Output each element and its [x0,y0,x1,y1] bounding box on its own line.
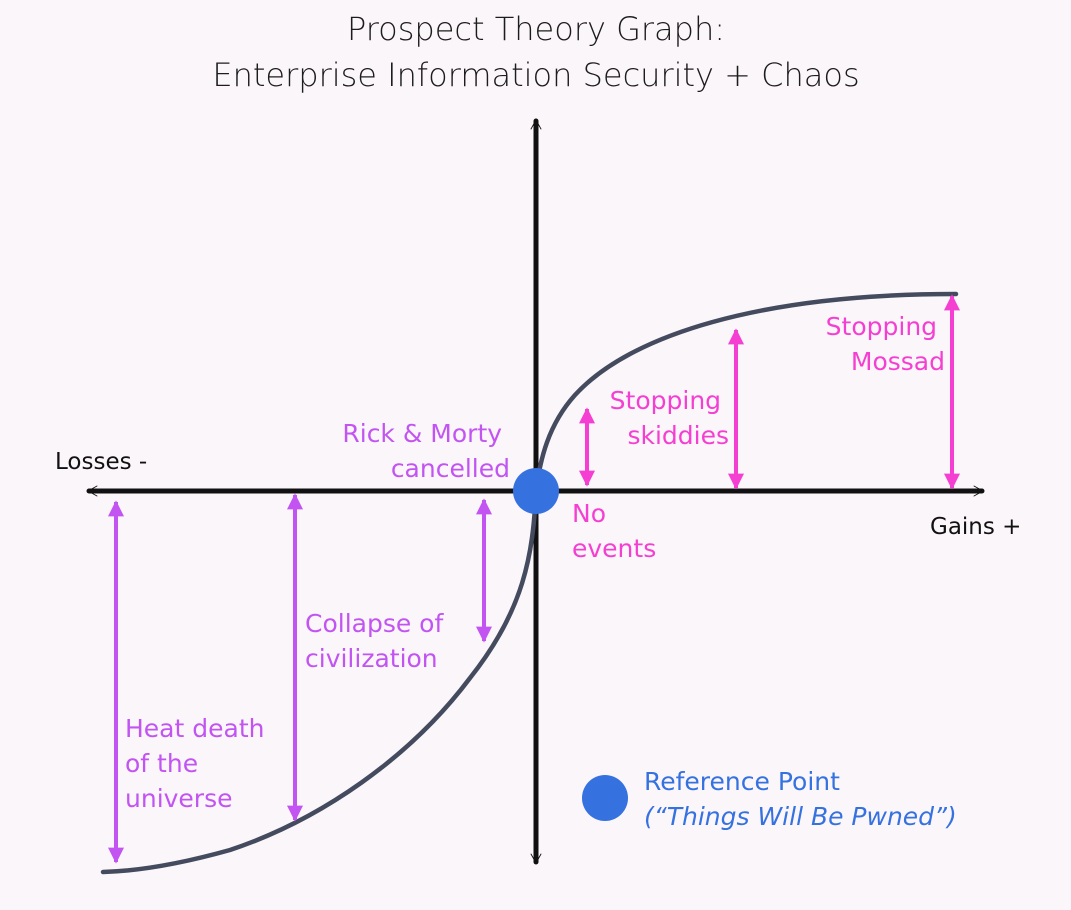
gain-label-mossad: Stopping Mossad [826,312,945,376]
gain-label-skiddies: Stopping skiddies [610,386,729,450]
loss-label-heat-death: Heat death of the universe [125,714,272,813]
gains-axis-label: Gains + [930,514,1021,540]
gain-label-no-events: No events [572,499,656,563]
title-line-1: Prospect Theory Graph: [347,10,725,48]
losses-axis-label: Losses - [55,449,147,475]
value-function-curve [100,291,959,875]
legend-reference-point-icon [582,775,628,821]
legend-reference-point-label: Reference Point (“Things Will Be Pwned”) [644,767,957,831]
reference-point-dot-icon [513,468,559,514]
loss-label-collapse: Collapse of civilization [305,609,451,673]
loss-label-rick-morty: Rick & Morty cancelled [342,419,510,483]
title-line-2: Enterprise Information Security + Chaos [212,56,859,94]
